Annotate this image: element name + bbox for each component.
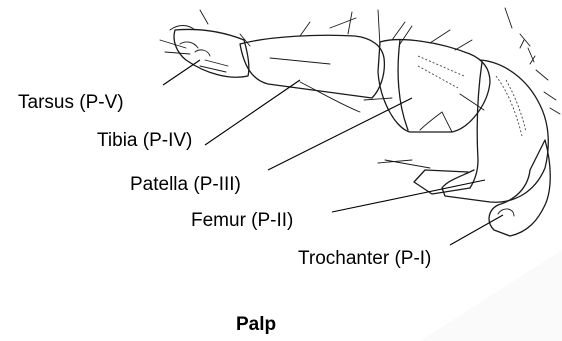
tibia-label: Tibia (P-IV) <box>97 130 192 151</box>
patella-segment <box>378 22 490 132</box>
patella-label: Patella (P-III) <box>130 174 241 195</box>
trochanter-segment <box>489 140 550 236</box>
background-shade <box>420 250 562 341</box>
tarsus-leader <box>163 60 200 85</box>
trochanter-label: Trochanter (P-I) <box>298 248 431 269</box>
tarsus-segment <box>160 10 250 77</box>
tarsus-label: Tarsus (P-V) <box>18 92 124 113</box>
diagram-caption: Palp <box>236 314 276 335</box>
femur-leader <box>332 180 485 212</box>
femur-label: Femur (P-II) <box>191 210 293 231</box>
palp-drawing <box>160 8 560 236</box>
patella-leader <box>268 98 412 170</box>
tibia-segment <box>240 12 392 112</box>
femur-segment <box>378 60 548 202</box>
setae <box>378 8 560 114</box>
tibia-leader <box>205 80 300 145</box>
